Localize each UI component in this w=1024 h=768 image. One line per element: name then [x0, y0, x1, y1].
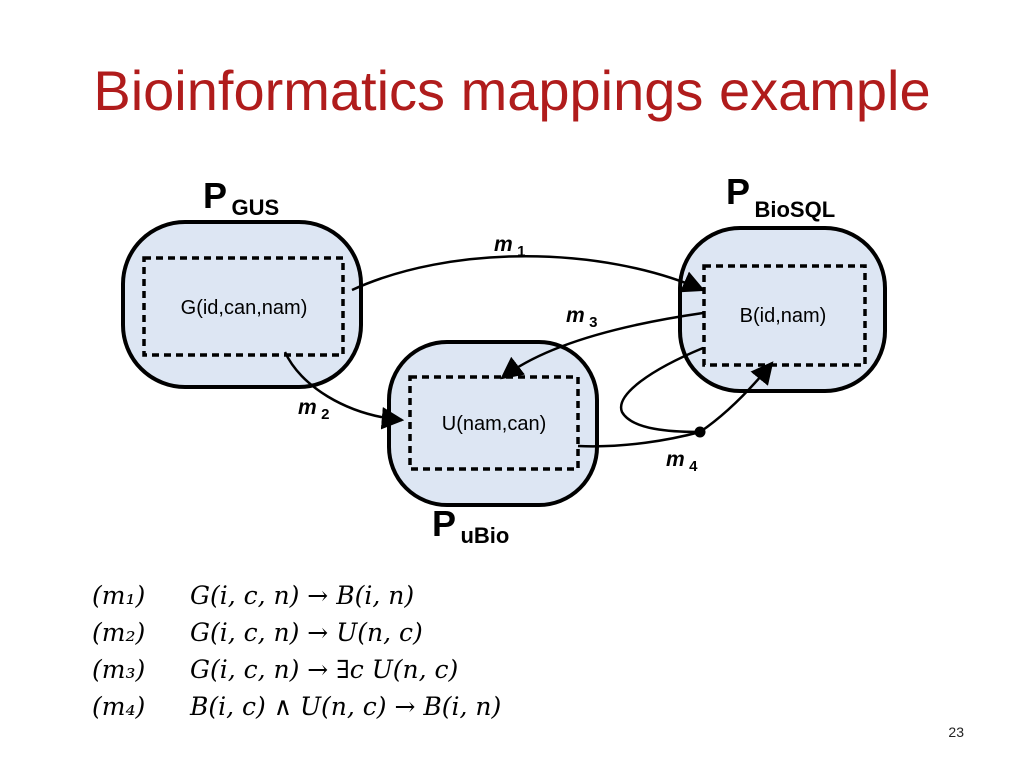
- mapping-m2-label-sub: 2: [321, 406, 329, 423]
- equation-label: (m₃): [92, 655, 146, 684]
- mapping-m4-label-base: m: [666, 448, 685, 471]
- peer-biosql-name-sub: BioSQL: [754, 197, 835, 222]
- mapping-m2-label-base: m: [298, 396, 317, 419]
- mapping-m4-label: m 4: [666, 448, 698, 475]
- equation-formula: G(i, c, n) → ∃c U(n, c): [190, 655, 459, 684]
- peer-gus-inner-box: [142, 256, 345, 357]
- equation-label: (m₂): [92, 618, 146, 647]
- equation-formula: B(i, c) ∧ U(n, c) → B(i, n): [190, 692, 502, 721]
- mapping-m1-label: m 1: [494, 233, 525, 260]
- mapping-m1-arrow: [351, 255, 706, 293]
- peer-gus: G(id,can,nam) P GUS: [121, 175, 363, 389]
- mapping-m2-arrow: [283, 351, 405, 430]
- equation-formula: G(i, c, n) → U(n, c): [190, 618, 423, 647]
- peer-ubio-inner-box: [408, 375, 580, 471]
- relation-g-label: G(id,can,nam): [181, 297, 308, 319]
- mapping-m4-label-sub: 4: [689, 458, 698, 475]
- peer-ubio-name-main: P: [432, 503, 456, 544]
- mapping-m1-label-sub: 1: [517, 243, 525, 260]
- mapping-m2-label: m 2: [298, 396, 329, 423]
- peer-gus-name-main: P: [203, 175, 227, 216]
- peer-biosql-outer-box: [678, 226, 887, 393]
- equation-label: (m₄): [92, 692, 146, 721]
- mapping-m4-join-dot: [694, 426, 706, 438]
- peer-ubio: U(nam,can) P uBio: [387, 340, 599, 548]
- peer-biosql-name: P BioSQL: [726, 171, 835, 222]
- equation-label: (m₁): [92, 581, 146, 610]
- mapping-m3-label: m 3: [566, 304, 597, 331]
- slide-title: Bioinformatics mappings example: [93, 59, 931, 122]
- peer-biosql-name-main: P: [726, 171, 750, 212]
- peer-ubio-name-sub: uBio: [460, 523, 509, 548]
- mapping-m4-input: [577, 430, 701, 448]
- mapping-m1-label-base: m: [494, 233, 513, 256]
- mapping-m3-arrow: [500, 311, 704, 380]
- mapping-m4-loop: [619, 346, 704, 434]
- mapping-m3-label-base: m: [566, 304, 585, 327]
- mapping-m3-label-sub: 3: [589, 314, 597, 331]
- peer-biosql-inner-box: [702, 264, 867, 367]
- peer-ubio-name: P uBio: [432, 503, 509, 548]
- relation-b-label: B(id,nam): [740, 305, 827, 327]
- peer-biosql: B(id,nam) P BioSQL: [678, 171, 887, 393]
- peer-gus-name-sub: GUS: [231, 195, 279, 220]
- equation-formula: G(i, c, n) → B(i, n): [190, 581, 415, 610]
- peer-gus-outer-box: [121, 220, 363, 389]
- peer-gus-name: P GUS: [203, 175, 279, 220]
- relation-u-label: U(nam,can): [442, 413, 546, 435]
- page-number: 23: [948, 724, 964, 740]
- mapping-m4-arrow: [699, 361, 774, 434]
